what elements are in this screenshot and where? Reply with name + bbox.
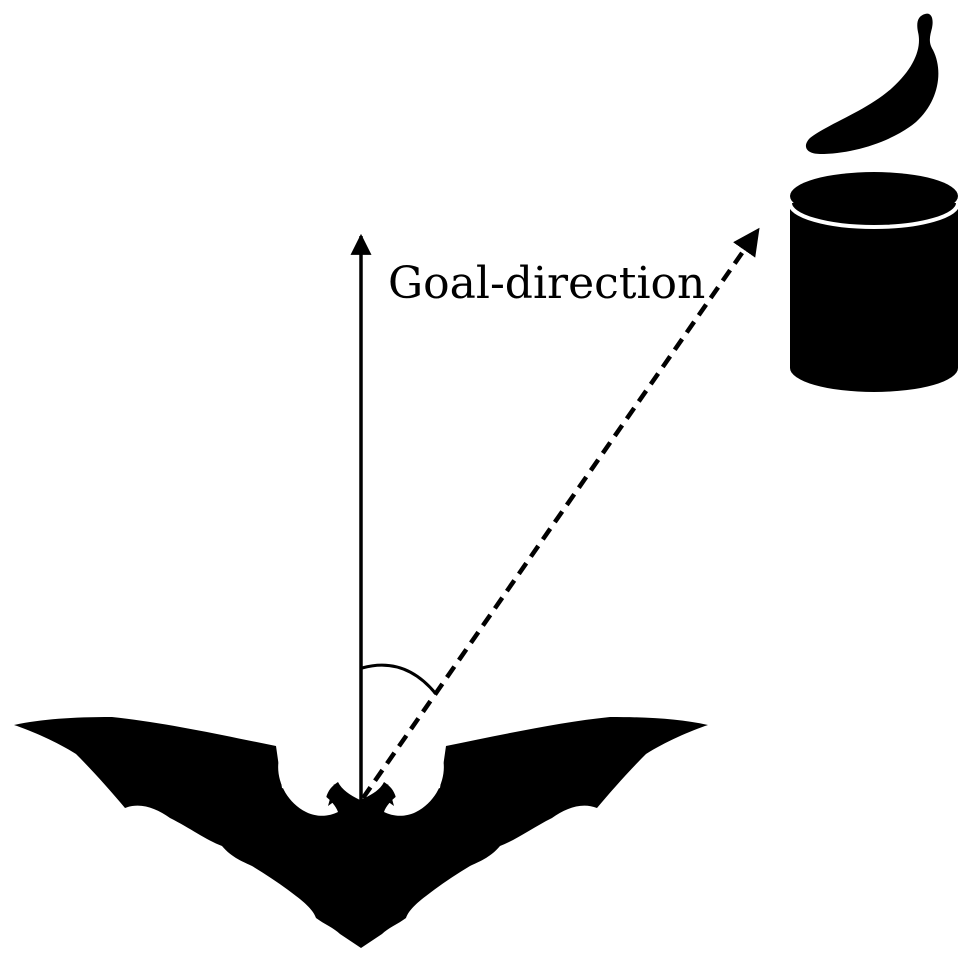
bat-right-wing-notch	[384, 750, 444, 816]
bat-left-ear	[328, 784, 342, 806]
goal-direction-label: Goal-direction	[388, 258, 705, 309]
goal-dashed-arrow	[361, 227, 760, 800]
banana-icon	[805, 13, 939, 155]
cylinder-feeder-icon	[788, 172, 960, 392]
bat-left-wing-notch	[278, 750, 338, 816]
bat-right-ear	[380, 784, 394, 806]
angle-arc	[361, 663, 438, 695]
bat-silhouette-icon	[14, 717, 708, 948]
